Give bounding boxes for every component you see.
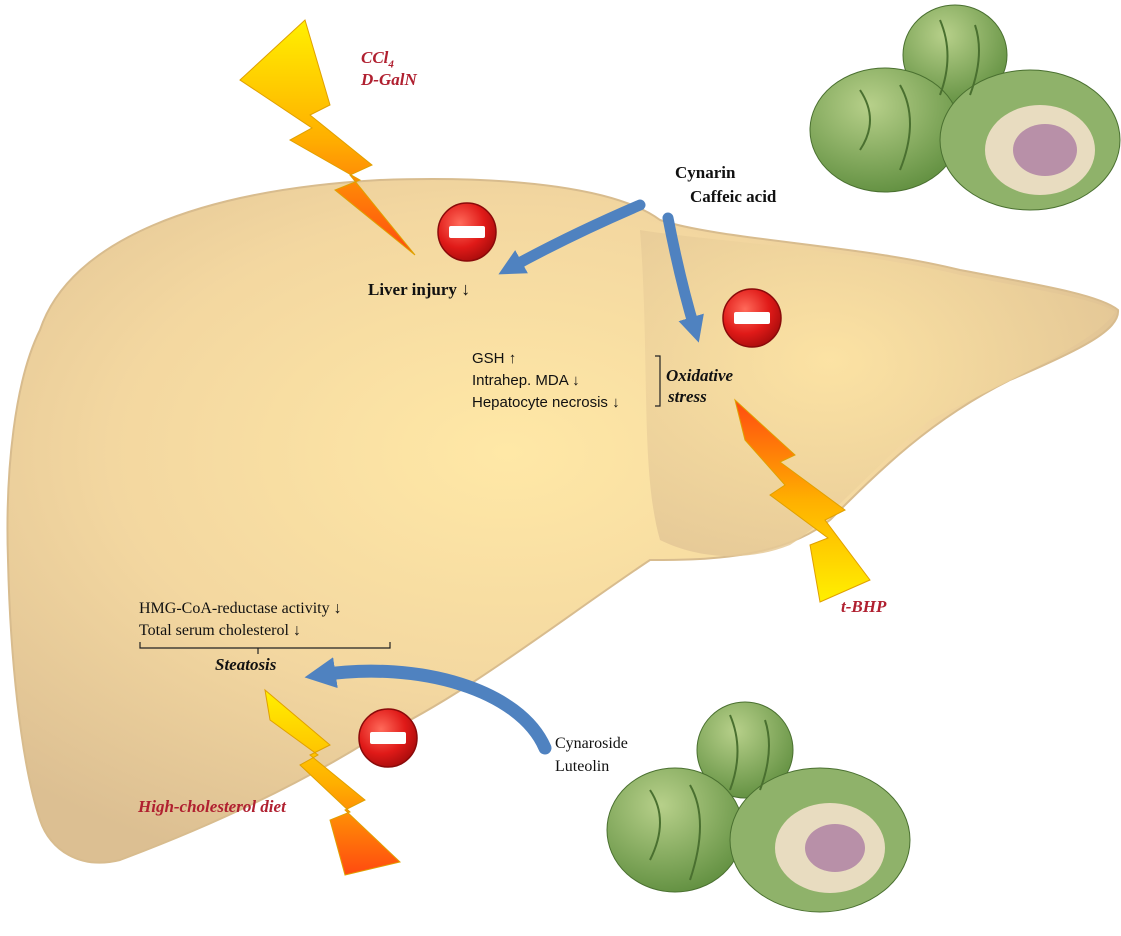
agent-ccl4-text: CCl bbox=[361, 48, 388, 67]
agent-dgaln: D-GalN bbox=[361, 70, 417, 90]
effect-hmg-coa: HMG-CoA-reductase activity ↓ bbox=[139, 600, 342, 618]
down-arrow-icon: ↓ bbox=[293, 622, 301, 639]
down-arrow-icon: ↓ bbox=[334, 600, 342, 617]
agent-tbhp: t-BHP bbox=[841, 597, 886, 617]
down-arrow-icon: ↓ bbox=[461, 279, 470, 299]
artichoke-icon bbox=[810, 5, 1120, 210]
down-arrow-icon: ↓ bbox=[612, 394, 620, 411]
compound-cynarin: Cynarin bbox=[675, 163, 735, 183]
effect-gsh-text: GSH bbox=[472, 350, 505, 367]
steatosis-label: Steatosis bbox=[215, 655, 276, 675]
liver-injury-text: Liver injury bbox=[368, 280, 457, 299]
compound-luteolin: Luteolin bbox=[555, 758, 609, 776]
oxidative-label-line2: stress bbox=[668, 387, 707, 407]
effect-intrahep-mda-text: Intrahep. MDA bbox=[472, 372, 568, 389]
inhibition-sign-icon bbox=[438, 203, 496, 261]
effect-intrahep-mda: Intrahep. MDA ↓ bbox=[472, 372, 580, 389]
oxidative-label-line1: Oxidative bbox=[666, 366, 733, 386]
effect-hmg-coa-text: HMG-CoA-reductase activity bbox=[139, 600, 330, 617]
effect-total-serum-cholesterol-text: Total serum cholesterol bbox=[139, 622, 289, 639]
inhibition-sign-icon bbox=[723, 289, 781, 347]
effect-hepatocyte-necrosis: Hepatocyte necrosis ↓ bbox=[472, 394, 620, 411]
effect-gsh: GSH ↑ bbox=[472, 350, 516, 367]
inhibition-sign-icon bbox=[359, 709, 417, 767]
down-arrow-icon: ↓ bbox=[572, 372, 580, 389]
compound-caffeic-acid: Caffeic acid bbox=[690, 187, 776, 207]
artichoke-icon bbox=[607, 702, 910, 912]
agent-ccl4-subscript: 4 bbox=[388, 58, 394, 70]
agent-high-cholesterol-diet: High-cholesterol diet bbox=[138, 797, 286, 817]
effect-total-serum-cholesterol: Total serum cholesterol ↓ bbox=[139, 622, 301, 640]
agent-ccl4: CCl4 bbox=[361, 48, 394, 70]
liver-injury: Liver injury ↓ bbox=[368, 279, 470, 300]
compound-cynaroside: Cynaroside bbox=[555, 735, 628, 753]
effect-hepatocyte-necrosis-text: Hepatocyte necrosis bbox=[472, 394, 608, 411]
up-arrow-icon: ↑ bbox=[509, 350, 517, 367]
